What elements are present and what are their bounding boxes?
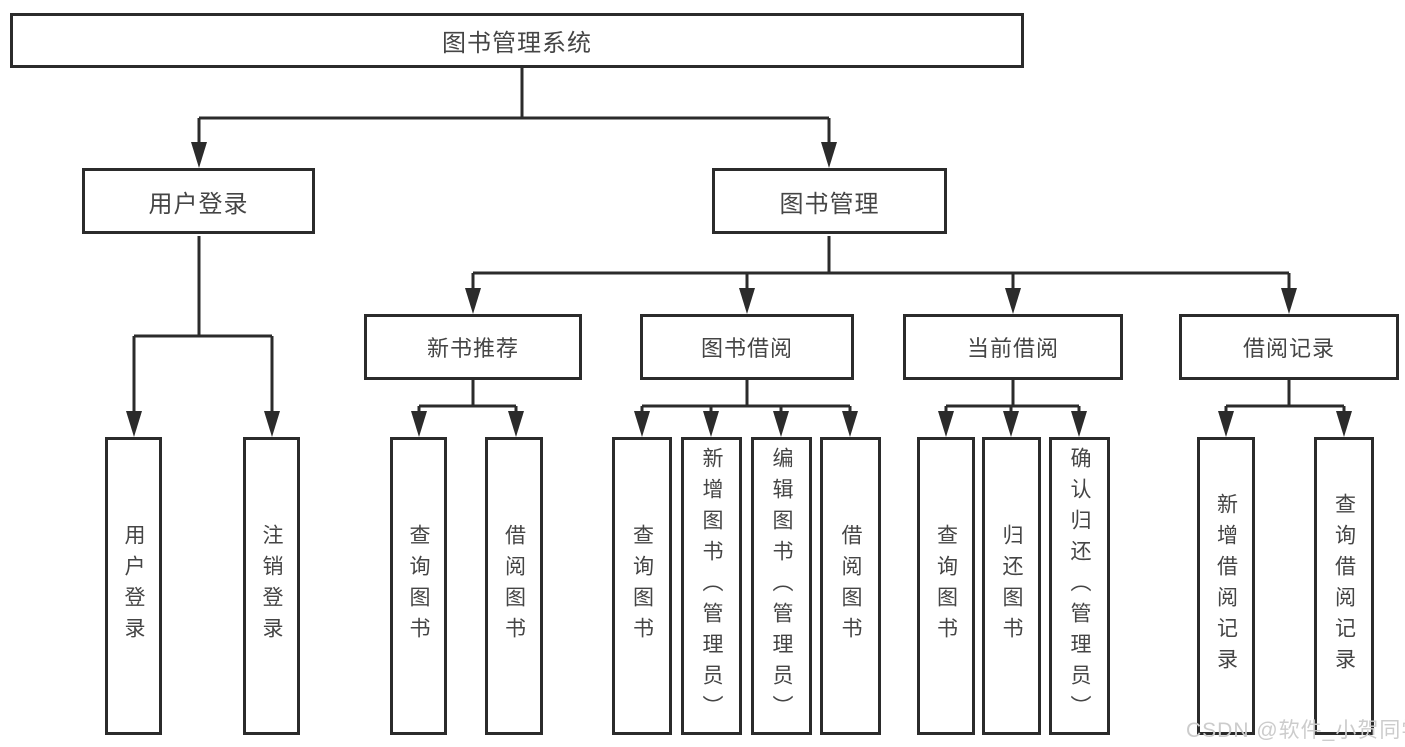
leaf-query-books-borrowing: 查询图书: [612, 437, 672, 735]
arrowhead-icon: [465, 288, 481, 314]
arrowhead-icon: [773, 411, 789, 437]
leaf-query-books-recommend-label: 查询图书: [407, 524, 430, 648]
leaf-query-books-current-label: 查询图书: [934, 524, 958, 648]
leaf-edit-books-admin-label: 编辑图书（管理员）: [770, 446, 793, 726]
leaf-confirm-return-admin-label: 确认归还（管理员）: [1068, 446, 1091, 726]
leaf-user-login-label: 用户登录: [122, 524, 145, 648]
leaf-query-books-borrowing-label: 查询图书: [630, 524, 654, 648]
node-book-management-label: 图书管理: [779, 190, 880, 218]
arrowhead-icon: [1336, 411, 1352, 437]
node-user-login: 用户登录: [82, 168, 315, 234]
leaf-borrow-books-label: 借阅图书: [839, 524, 862, 648]
leaf-borrow-books-recommend-label: 借阅图书: [502, 524, 526, 648]
csdn-watermark: CSDN @软件_小贺同学: [1186, 719, 1405, 742]
node-current-borrowing: 当前借阅: [903, 314, 1123, 380]
arrowhead-icon: [411, 411, 427, 437]
arrowhead-icon: [703, 411, 719, 437]
node-book-borrowing-label: 图书借阅: [700, 336, 793, 361]
node-book-management-system: 图书管理系统: [10, 13, 1024, 68]
leaf-user-login: 用户登录: [105, 437, 162, 735]
arrowhead-icon: [1003, 411, 1019, 437]
leaf-query-borrow-record-label: 查询借阅记录: [1332, 493, 1356, 679]
leaf-add-books-admin-label: 新增图书（管理员）: [700, 446, 723, 726]
arrowhead-icon: [634, 411, 650, 437]
arrowhead-icon: [508, 411, 524, 437]
node-user-login-label: 用户登录: [148, 190, 249, 218]
arrowhead-icon: [126, 411, 142, 437]
leaf-query-books-recommend: 查询图书: [390, 437, 447, 735]
arrowhead-icon: [821, 142, 837, 168]
arrowhead-icon: [1005, 288, 1021, 314]
leaf-return-books: 归还图书: [982, 437, 1041, 735]
leaf-query-borrow-record: 查询借阅记录: [1314, 437, 1374, 735]
leaf-logout-label: 注销登录: [260, 524, 283, 648]
leaf-confirm-return-admin: 确认归还（管理员）: [1049, 437, 1110, 735]
arrowhead-icon: [739, 288, 755, 314]
arrowhead-icon: [1071, 411, 1087, 437]
node-borrowing-records-label: 借阅记录: [1242, 336, 1335, 361]
leaf-borrow-books-recommend: 借阅图书: [485, 437, 543, 735]
arrowhead-icon: [842, 411, 858, 437]
node-book-borrowing: 图书借阅: [640, 314, 854, 380]
arrowhead-icon: [938, 411, 954, 437]
leaf-borrow-books: 借阅图书: [820, 437, 881, 735]
arrowhead-icon: [264, 411, 280, 437]
node-new-book-recommendation: 新书推荐: [364, 314, 582, 380]
node-book-management-system-label: 图书管理系统: [442, 30, 592, 57]
leaf-edit-books-admin: 编辑图书（管理员）: [751, 437, 812, 735]
leaf-add-borrow-record-label: 新增借阅记录: [1214, 493, 1238, 679]
node-borrowing-records: 借阅记录: [1179, 314, 1399, 380]
node-book-management: 图书管理: [712, 168, 947, 234]
node-current-borrowing-label: 当前借阅: [966, 336, 1059, 361]
arrowhead-icon: [1218, 411, 1234, 437]
leaf-add-books-admin: 新增图书（管理员）: [681, 437, 742, 735]
leaf-query-books-current: 查询图书: [917, 437, 975, 735]
leaf-add-borrow-record: 新增借阅记录: [1197, 437, 1255, 735]
arrowhead-icon: [1281, 288, 1297, 314]
node-new-book-recommendation-label: 新书推荐: [426, 336, 519, 361]
arrowhead-icon: [191, 142, 207, 168]
leaf-return-books-label: 归还图书: [1000, 524, 1023, 648]
leaf-logout: 注销登录: [243, 437, 300, 735]
